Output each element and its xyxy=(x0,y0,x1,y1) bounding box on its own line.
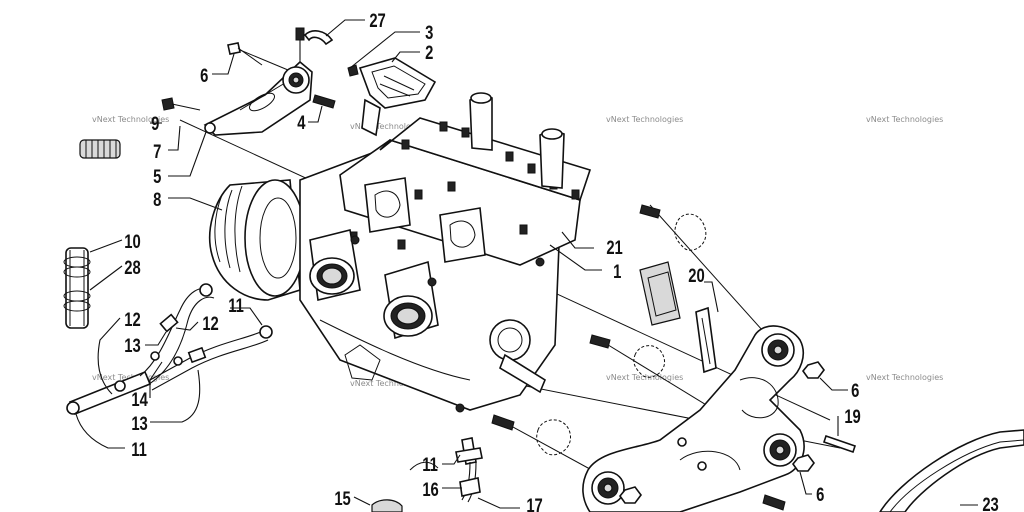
callout-10: 10 xyxy=(124,231,140,252)
callout-28: 28 xyxy=(124,257,140,278)
callout-6-right: 6 xyxy=(851,380,859,401)
leader-lines xyxy=(75,19,978,509)
top-brackets xyxy=(79,27,437,159)
callout-14: 14 xyxy=(131,389,148,410)
watermark-text: vNext Technologies xyxy=(350,122,427,131)
callout-19: 19 xyxy=(844,406,860,427)
callout-21: 21 xyxy=(606,237,622,258)
callout-13-top: 13 xyxy=(124,335,140,356)
callout-2: 2 xyxy=(425,42,433,63)
callout-13-bottom: 13 xyxy=(131,413,147,434)
callout-12-left: 12 xyxy=(124,309,140,330)
watermark-text: vNext Technologies xyxy=(866,373,943,382)
callout-7: 7 xyxy=(153,141,161,162)
callout-17: 17 xyxy=(526,495,542,512)
watermark-text: vNext Technologies xyxy=(866,115,943,124)
left-hoses xyxy=(63,247,273,416)
watermark-text: vNext Technologies xyxy=(92,115,169,124)
callout-6-top: 6 xyxy=(200,65,208,86)
callout-15: 15 xyxy=(334,488,350,509)
callout-12-right: 12 xyxy=(202,313,218,334)
engine-assembly xyxy=(208,92,592,413)
callout-3: 3 xyxy=(425,22,433,43)
callout-9-top: 9 xyxy=(151,113,159,134)
callout-20: 20 xyxy=(688,265,704,286)
spring-part xyxy=(79,139,121,159)
callout-1: 1 xyxy=(613,261,621,282)
callout-11-bottom: 11 xyxy=(422,454,438,475)
callout-11-left: 11 xyxy=(131,439,147,460)
callout-5: 5 xyxy=(153,166,161,187)
watermark-text: vNext Technologies xyxy=(350,379,427,388)
hose-clamps xyxy=(63,247,91,329)
callout-6-bottom: 6 xyxy=(816,484,824,505)
watermark-text: vNext Technologies xyxy=(606,115,683,124)
callout-23: 23 xyxy=(982,494,998,512)
callout-27: 27 xyxy=(369,10,385,31)
callout-8: 8 xyxy=(153,189,161,210)
bottom-fittings xyxy=(371,437,483,512)
callout-labels: 27 3 2 6 4 9 7 5 8 10 28 12 11 12 13 14 … xyxy=(124,10,998,512)
callout-11-right: 11 xyxy=(228,295,244,316)
right-mount-plates xyxy=(491,204,1024,512)
watermark-text: vNext Technologies xyxy=(606,373,683,382)
callout-16: 16 xyxy=(422,479,438,500)
callout-4: 4 xyxy=(297,112,306,133)
